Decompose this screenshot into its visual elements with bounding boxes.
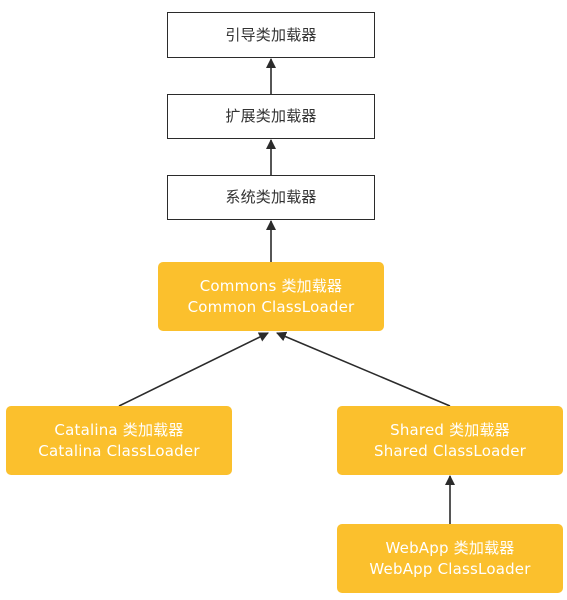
bootstrap-classloader-node: 引导类加载器: [167, 12, 375, 58]
common-classloader-node: Commons 类加载器 Common ClassLoader: [158, 262, 384, 331]
common-classloader-label-en: Common ClassLoader: [187, 297, 355, 316]
system-classloader-label: 系统类加载器: [225, 188, 317, 206]
arrow-catalina-to-common: [118, 332, 269, 407]
shared-classloader-label-en: Shared ClassLoader: [373, 441, 527, 460]
webapp-classloader-node: WebApp 类加载器 WebApp ClassLoader: [337, 524, 563, 593]
catalina-classloader-label-cn: Catalina 类加载器: [54, 420, 184, 439]
webapp-classloader-label-en: WebApp ClassLoader: [369, 559, 531, 578]
extension-classloader-label: 扩展类加载器: [225, 107, 317, 125]
common-classloader-label-cn: Commons 类加载器: [199, 276, 343, 295]
arrow-shared-to-common: [276, 331, 451, 407]
catalina-classloader-label-en: Catalina ClassLoader: [38, 441, 200, 460]
system-classloader-node: 系统类加载器: [167, 175, 375, 220]
bootstrap-classloader-label: 引导类加载器: [225, 25, 317, 44]
webapp-classloader-label-cn: WebApp 类加载器: [385, 538, 515, 557]
catalina-classloader-node: Catalina 类加载器 Catalina ClassLoader: [6, 406, 232, 475]
shared-classloader-label-cn: Shared 类加载器: [390, 420, 510, 439]
shared-classloader-node: Shared 类加载器 Shared ClassLoader: [337, 406, 563, 475]
extension-classloader-node: 扩展类加载器: [167, 94, 375, 139]
